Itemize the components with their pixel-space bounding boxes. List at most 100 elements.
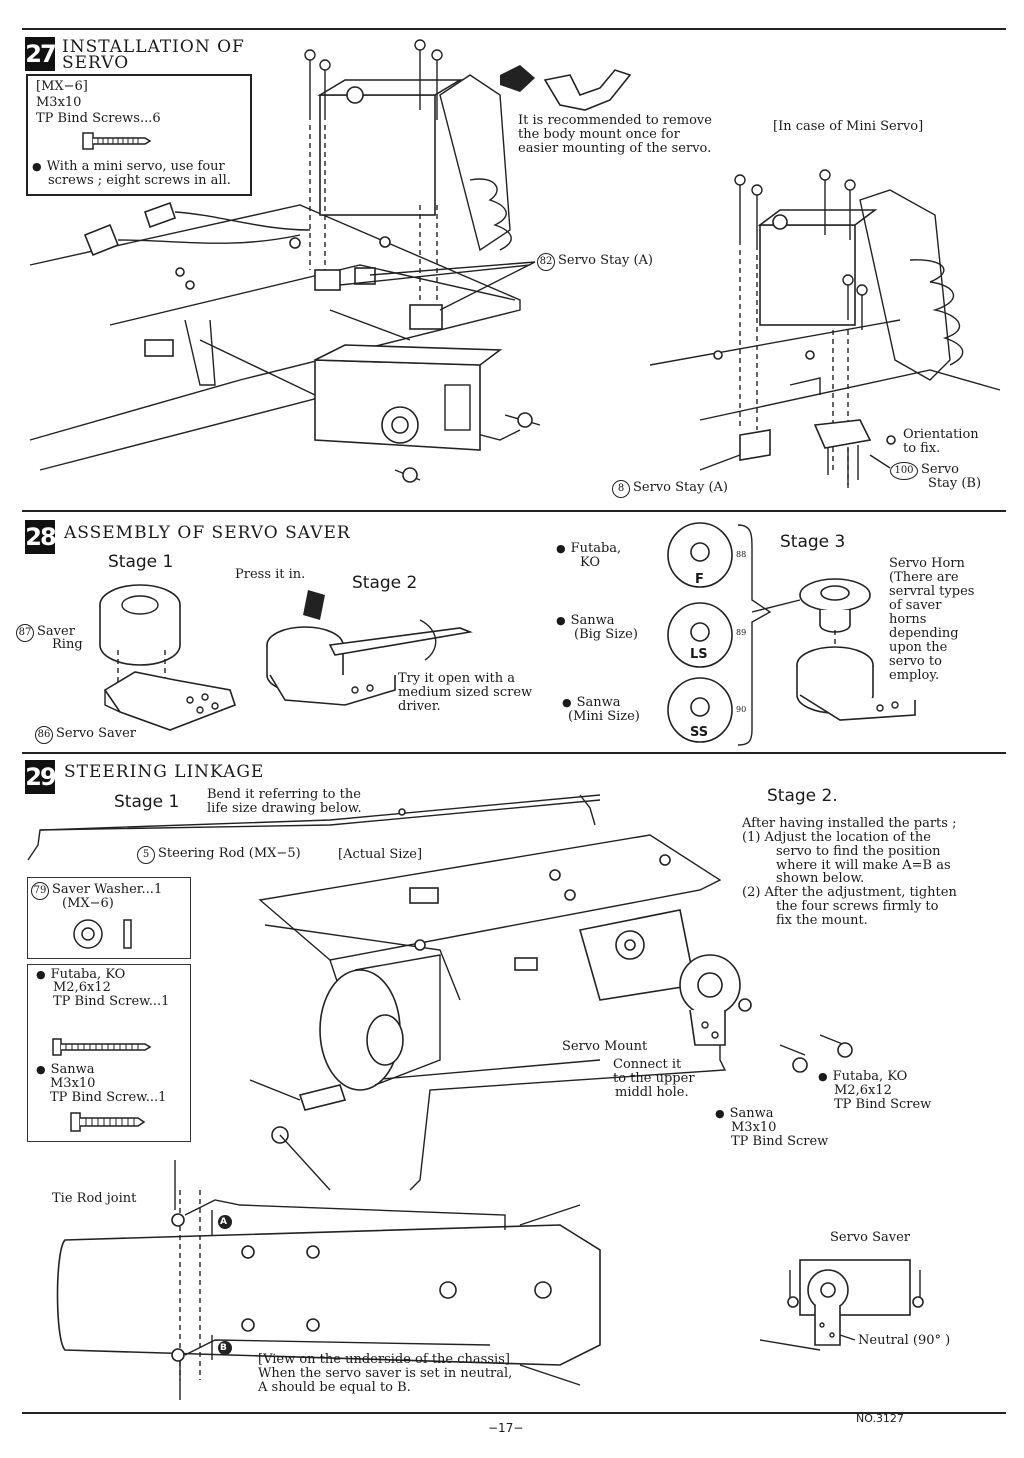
part-number-86: 86	[35, 726, 53, 744]
ko-screw-line3: TP Bind Screw	[834, 1097, 932, 1112]
futaba-label-line2: KO	[580, 555, 601, 570]
section-title-28: ASSEMBLY OF SERVO SAVER	[64, 523, 351, 543]
after-line2: (1) Adjust the location of the	[742, 830, 931, 845]
screw-icon	[82, 132, 152, 150]
part-number-5: 5	[137, 846, 155, 864]
distance-a-label: A	[220, 1217, 227, 1227]
servo-saver-assembly-drawing	[99, 522, 916, 746]
servo-stay-b-text: Servo	[921, 462, 959, 477]
after-line4: where it will make A=B as	[776, 858, 951, 873]
section-title-27-line1: INSTALLATION OF	[62, 37, 245, 57]
part-number-87: 87	[16, 624, 34, 642]
actual-size-label: [Actual Size]	[338, 847, 423, 862]
stage-2-label: Stage 2	[352, 573, 418, 593]
horn-note-line6: depending	[889, 626, 959, 641]
underside-view-line2: When the servo saver is set in neutral,	[258, 1366, 513, 1381]
underside-view-line1: [View on the underside of the chassis]	[258, 1352, 510, 1367]
parts-size: M3x10	[36, 95, 82, 110]
horn-note-line8: servo to	[889, 654, 942, 669]
horn-note-line3: servral types	[889, 584, 975, 599]
parts-model: [MX−6]	[36, 79, 88, 94]
press-it-in-label: Press it in.	[235, 567, 306, 582]
footer-rule	[22, 1412, 1006, 1414]
part-number-82: 82	[537, 253, 555, 271]
mini-servo-drawing	[649, 169, 1001, 490]
steering-linkage-drawing	[27, 794, 924, 1400]
orientation-label-line2: to fix.	[903, 441, 941, 456]
try-open-line1: Try it open with a	[398, 671, 515, 686]
neutral-label: Neutral (90° )	[858, 1333, 951, 1348]
distance-b-label: B	[220, 1343, 227, 1353]
saver-washer-model: (MX−6)	[62, 896, 114, 911]
horn-note-line1: Servo Horn	[889, 556, 965, 571]
connect-line1: Connect it	[613, 1057, 682, 1072]
after-line6: (2) After the adjustment, tighten	[742, 885, 957, 900]
sanwa-big-label-line2: (Big Size)	[574, 627, 638, 642]
horn-note-line2: (There are	[889, 570, 959, 585]
after-line3: servo to find the position	[776, 844, 941, 859]
mini-servo-note-line2: screws ; eight screws in all.	[48, 173, 231, 188]
servo-mount-label: Servo Mount	[562, 1039, 648, 1054]
parts-name: TP Bind Screws...6	[36, 111, 161, 126]
horn-note-line5: horns	[889, 612, 927, 627]
screw-icon	[70, 1112, 146, 1132]
section-title-29: STEERING LINKAGE	[64, 762, 265, 782]
part-number-100: 100	[890, 462, 918, 480]
saver-washer-text: Saver Washer...1	[52, 882, 163, 897]
sanwa-screw-line3: TP Bind Screw...1	[50, 1090, 167, 1105]
servo-stay-a-mini-text: Servo Stay (A)	[633, 480, 729, 495]
horn-num-88: 88	[736, 550, 747, 559]
servo-saver-text: Servo Saver	[56, 726, 137, 741]
saver-ring-label-line2: Ring	[52, 637, 83, 652]
sanwa-mini-label-line1: Sanwa	[562, 696, 621, 710]
page-number: −17−	[488, 1421, 524, 1435]
ko-screw-line1: Futaba, KO	[818, 1070, 908, 1084]
horn-note-line4: of saver	[889, 598, 942, 613]
horn-code-f: F	[695, 572, 704, 587]
section-title-27-line2: SERVO	[62, 53, 130, 73]
mini-servo-case-label: [In case of Mini Servo]	[773, 119, 924, 134]
horn-num-89: 89	[736, 628, 747, 637]
mini-servo-note-line1: With a mini servo, use four	[32, 160, 225, 174]
horn-code-ls: LS	[690, 647, 708, 662]
washer-icon	[73, 919, 132, 949]
part-number-79: 79	[31, 882, 49, 900]
section-divider-28-29	[22, 752, 1006, 754]
sanwa-mini-label-line2: (Mini Size)	[568, 709, 640, 724]
after-line7: the four screws firmly to	[776, 899, 939, 914]
horn-code-ss: SS	[690, 725, 709, 740]
tie-rod-label: Tie Rod joint	[52, 1191, 137, 1206]
horn-note-line7: upon the	[889, 640, 948, 655]
sw-screw-line2: M3x10	[731, 1120, 777, 1135]
saver-ring-text: Saver	[37, 624, 75, 639]
stage-1-label: Stage 1	[108, 552, 174, 572]
futaba-screw-line3: TP Bind Screw...1	[53, 994, 170, 1009]
servo-stay-a-text: Servo Stay (A)	[558, 253, 654, 268]
futaba-label-line1: Futaba,	[556, 542, 622, 556]
sanwa-screw-line1: Sanwa	[36, 1063, 95, 1077]
servo-stay-b-label-line2: Stay (B)	[928, 476, 982, 491]
stage-3-label: Stage 3	[780, 532, 846, 552]
connect-line3: middl hole.	[615, 1085, 689, 1100]
section-divider-27-28	[22, 510, 1006, 512]
futaba-screw-line1: Futaba, KO	[36, 968, 126, 982]
step-number-27: 27	[25, 37, 57, 71]
step-number-28: 28	[25, 520, 57, 554]
try-open-line2: medium sized screw	[398, 685, 533, 700]
recommend-note-line3: easier mounting of the servo.	[518, 141, 712, 156]
stage-2-steering-label: Stage 2.	[767, 786, 838, 806]
servo-saver-neutral-title: Servo Saver	[830, 1230, 911, 1245]
sw-screw-line3: TP Bind Screw	[731, 1134, 829, 1149]
part-number-8: 8	[612, 480, 630, 498]
after-line1: After having installed the parts ;	[742, 816, 957, 831]
after-line5: shown below.	[776, 871, 865, 886]
recommend-note-line2: the body mount once for	[518, 127, 680, 142]
